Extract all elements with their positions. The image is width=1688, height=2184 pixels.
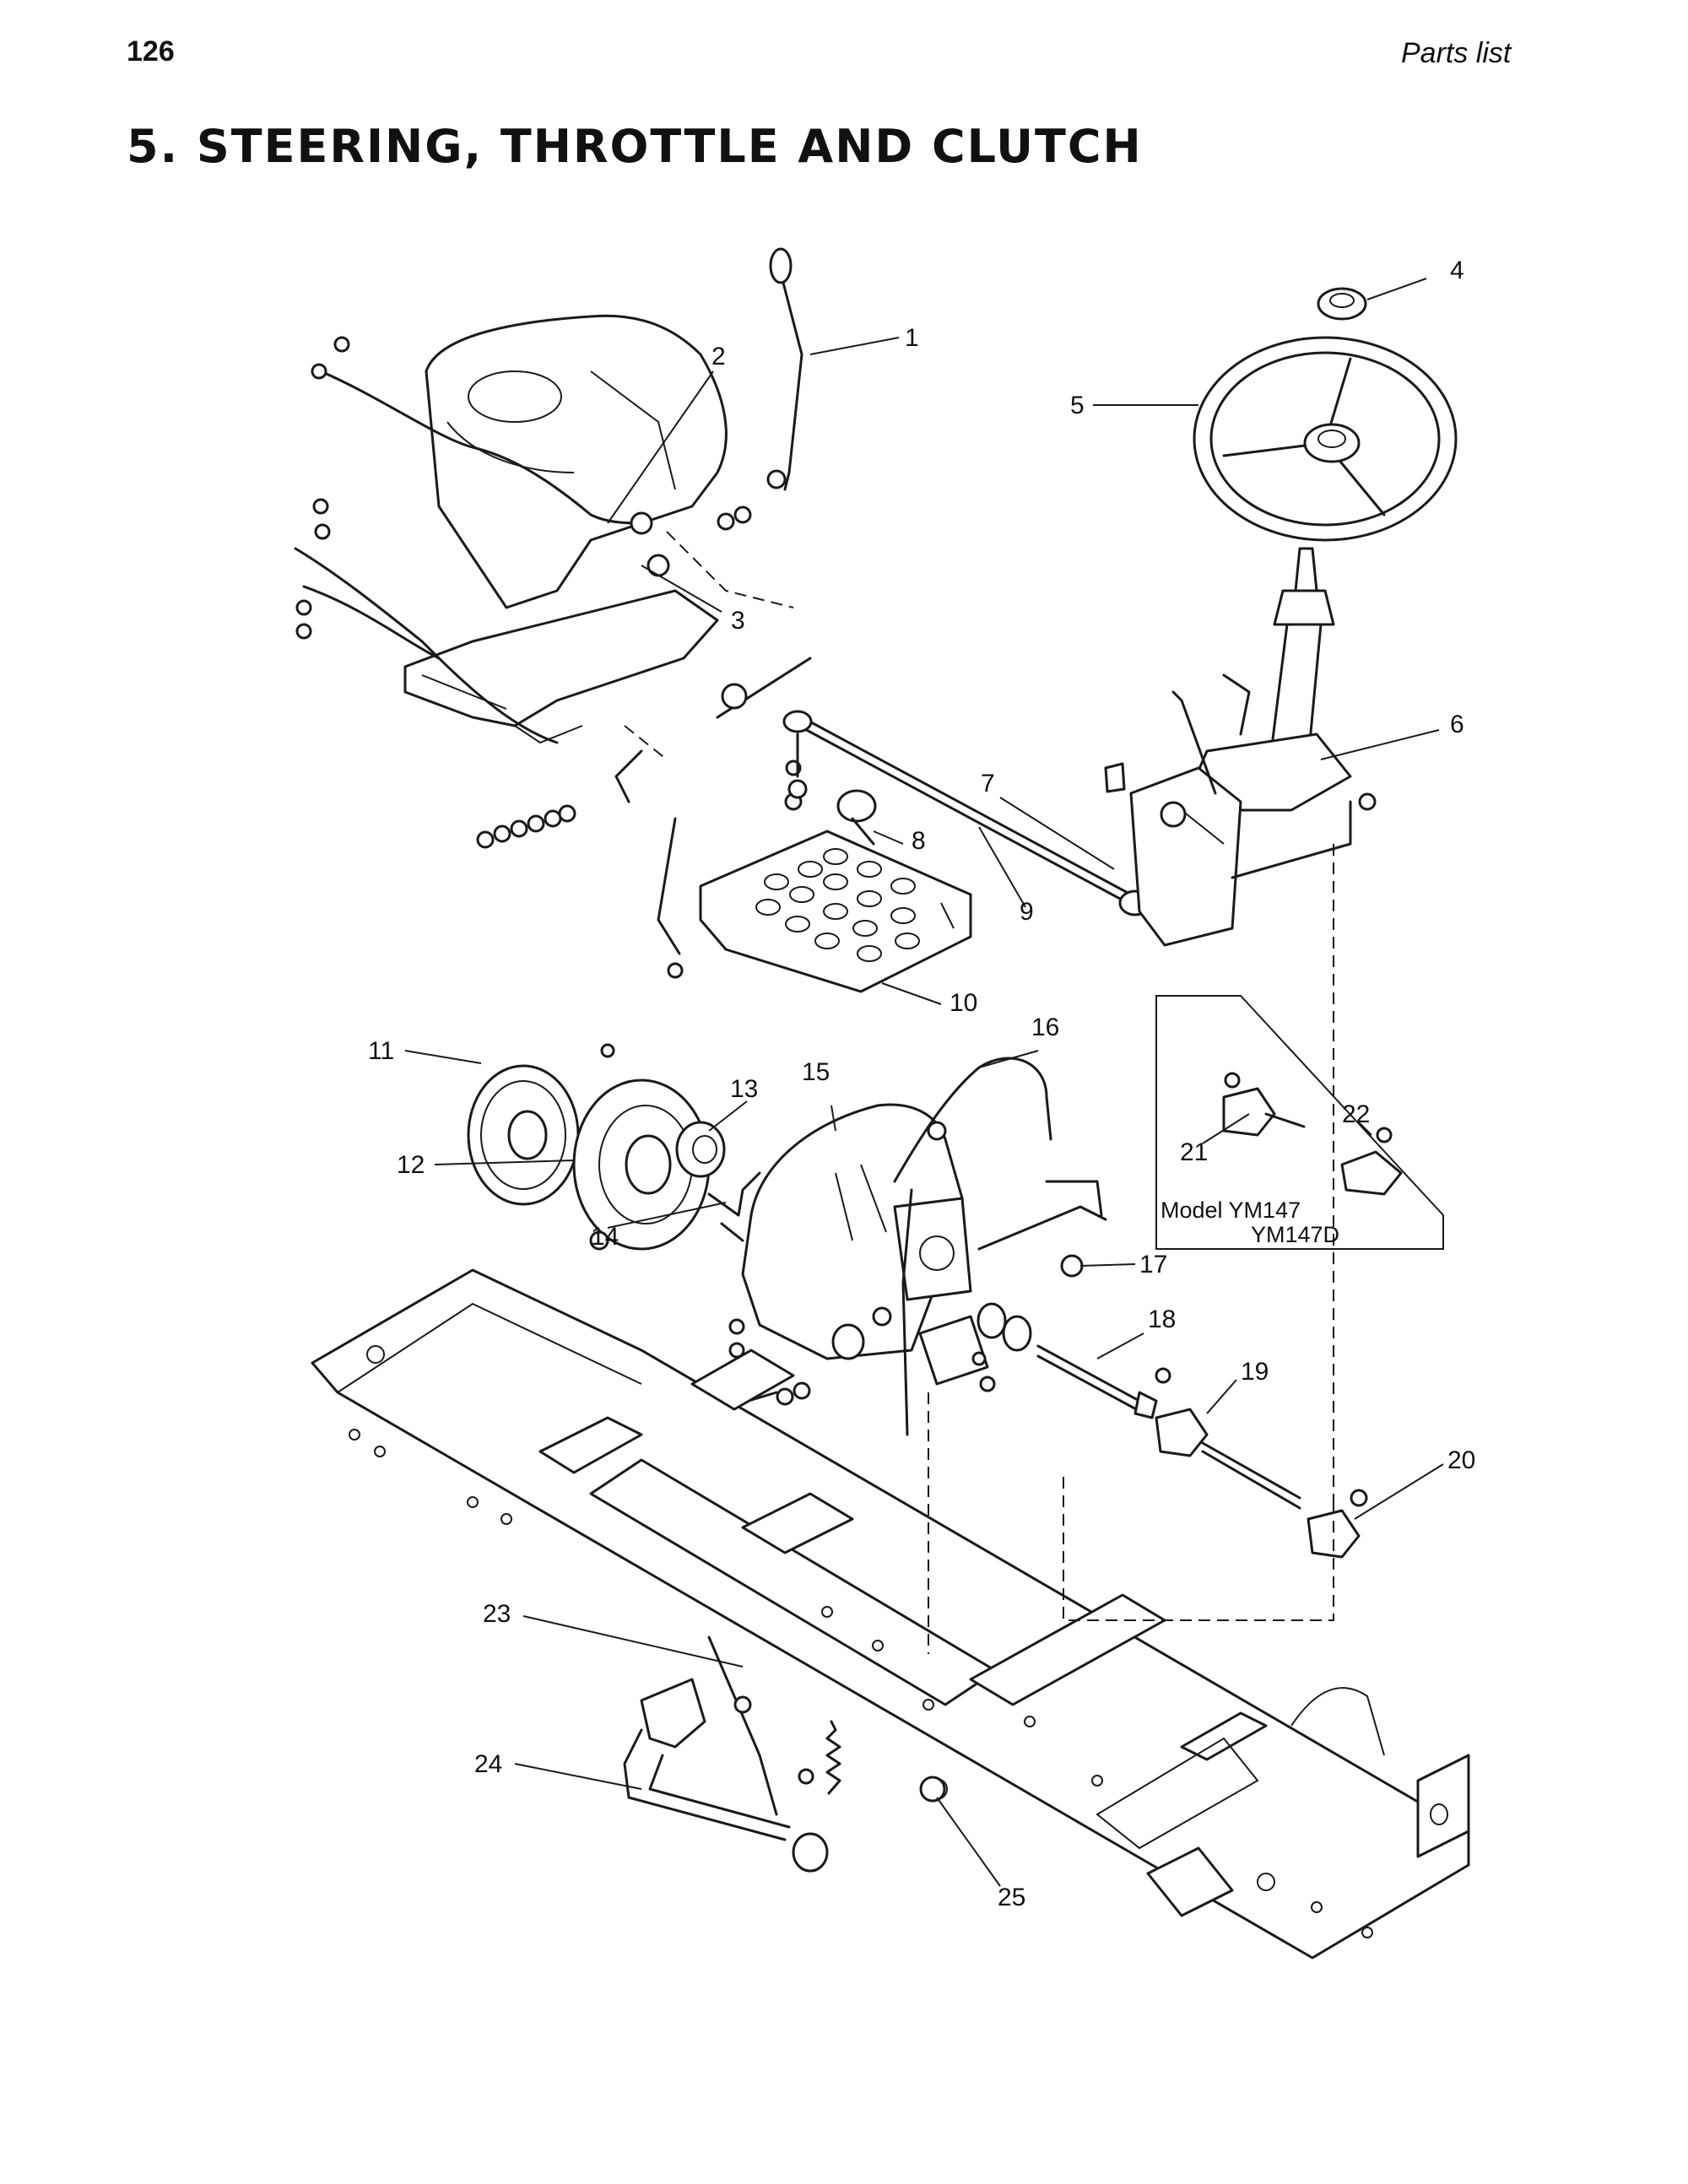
universal-joint-20 <box>1307 1489 1368 1559</box>
inset-universal-joint-21 <box>1222 1072 1306 1137</box>
callout-17: 17 <box>1139 1251 1167 1279</box>
callout-8: 8 <box>912 827 926 855</box>
callout-1: 1 <box>905 324 919 352</box>
clutch-rod <box>707 1635 814 1816</box>
callout-12: 12 <box>397 1151 425 1179</box>
clutch-pedal <box>623 1678 829 1873</box>
step-plate <box>699 830 972 993</box>
shaft-bearing-seal <box>918 1302 1032 1392</box>
model-inset <box>1155 995 1444 1250</box>
throttle-lever <box>766 247 803 491</box>
callout-4: 4 <box>1450 257 1464 284</box>
steering-wheel <box>1193 336 1458 542</box>
step-plate-studs <box>755 848 920 962</box>
drive-shaft <box>1036 1344 1171 1419</box>
callout-2: 2 <box>711 343 726 370</box>
clutch-cable <box>893 1057 1052 1436</box>
callout-20: 20 <box>1447 1446 1475 1474</box>
steering-cap <box>1317 287 1367 321</box>
chassis-frame <box>311 1268 1470 1960</box>
pedal-knob <box>836 789 877 846</box>
callout-14: 14 <box>591 1223 619 1251</box>
release-fork <box>707 1171 761 1242</box>
callout-leaders <box>404 278 1444 1887</box>
callout-25: 25 <box>998 1884 1025 1911</box>
clutch-disc <box>467 1064 580 1206</box>
inset-model-line2: YM147D <box>1251 1222 1339 1247</box>
callout-22: 22 <box>1342 1100 1370 1128</box>
throttle-platform <box>403 589 719 744</box>
section-title: 5. STEERING, THROTTLE AND CLUTCH <box>127 120 1143 173</box>
clutch-shaft-rod <box>977 1180 1107 1278</box>
page-number: 126 <box>127 35 175 68</box>
callout-11: 11 <box>368 1037 394 1065</box>
callout-21: 21 <box>1180 1138 1208 1166</box>
callout-9: 9 <box>1020 898 1034 926</box>
callout-10: 10 <box>950 989 977 1017</box>
bolt-nut-hardware-left <box>295 336 803 849</box>
universal-joint-19 <box>1155 1408 1301 1510</box>
inset-universal-joint-22 <box>1340 1127 1403 1196</box>
steering-column <box>1104 547 1377 947</box>
callout-7: 7 <box>981 770 995 797</box>
release-bearing <box>675 1121 726 1178</box>
throttle-linkage <box>614 657 812 979</box>
callout-3: 3 <box>731 607 745 635</box>
inset-model-line1: Model YM147 <box>1160 1197 1301 1223</box>
clutch-housing <box>741 1103 972 1360</box>
callout-18: 18 <box>1148 1306 1176 1333</box>
callout-numbers: 1 2 3 4 5 6 7 8 9 10 11 12 13 14 15 16 1… <box>368 257 1475 1911</box>
callout-23: 23 <box>483 1600 511 1628</box>
callout-6: 6 <box>1450 711 1464 738</box>
callout-13: 13 <box>730 1075 758 1103</box>
callout-16: 16 <box>1031 1014 1059 1041</box>
callout-24: 24 <box>474 1750 502 1778</box>
bushing <box>919 1776 946 1803</box>
callout-15: 15 <box>802 1058 830 1086</box>
section-label: Parts list <box>1401 37 1512 69</box>
fender-housing <box>425 314 728 609</box>
return-spring <box>825 1720 841 1795</box>
callout-19: 19 <box>1241 1358 1269 1386</box>
throttle-cables <box>294 370 670 744</box>
callout-5: 5 <box>1070 392 1085 419</box>
alignment-lines <box>624 531 1334 1654</box>
